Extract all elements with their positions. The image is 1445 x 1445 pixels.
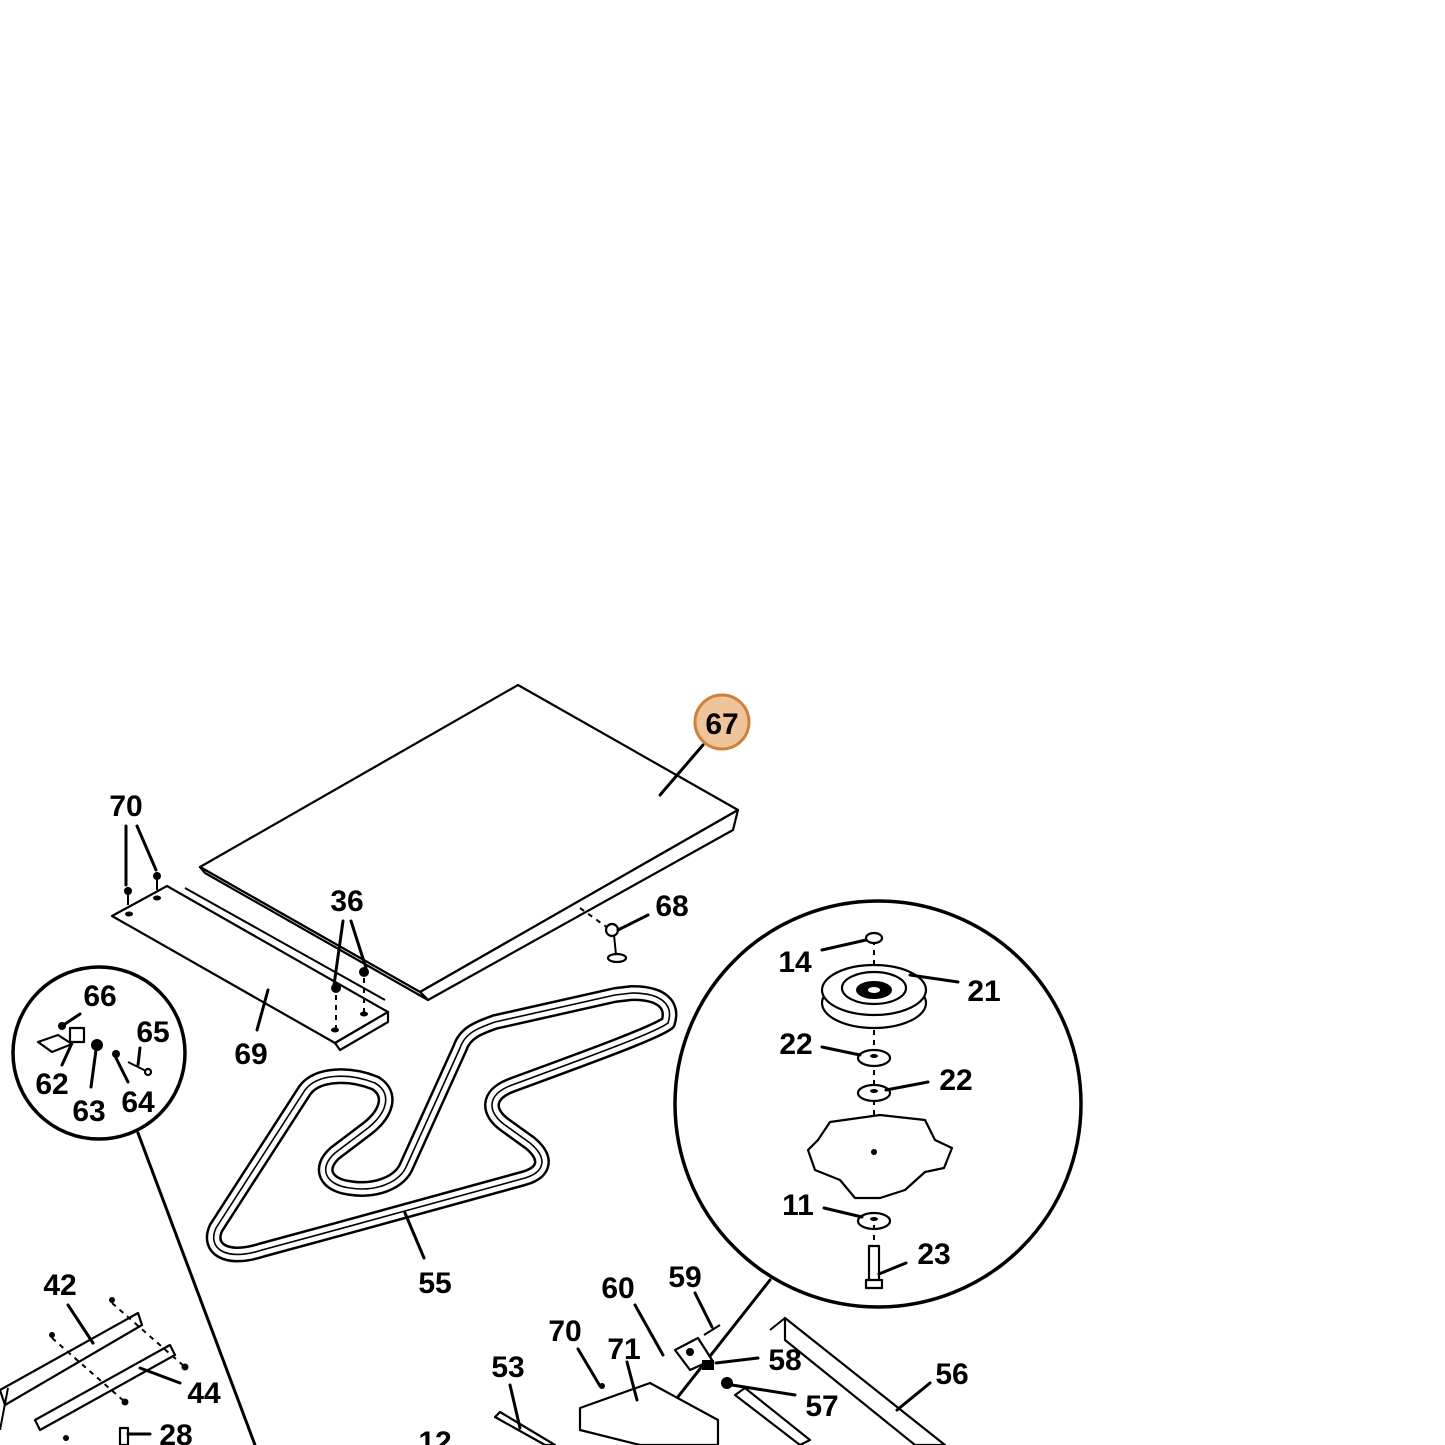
leader-56 <box>895 1381 932 1412</box>
leader-63 <box>89 1048 98 1089</box>
leader-22b <box>884 1080 930 1092</box>
callout-69[interactable]: 69 <box>234 1038 267 1071</box>
leader-71 <box>625 1360 639 1402</box>
callout-56[interactable]: 56 <box>935 1358 968 1391</box>
leader-14 <box>820 938 868 952</box>
callout-12[interactable]: 12 <box>418 1426 451 1445</box>
callout-64[interactable]: 64 <box>121 1086 155 1119</box>
callout-68[interactable]: 68 <box>655 890 688 923</box>
callout-67[interactable]: 67 <box>705 708 738 741</box>
leader-67 <box>658 743 705 797</box>
callout-28[interactable]: 28 <box>159 1419 192 1445</box>
bolts-36-part <box>331 967 369 1028</box>
callout-66[interactable]: 66 <box>83 980 116 1013</box>
callout-55[interactable]: 55 <box>418 1267 451 1300</box>
latch-part <box>579 907 628 964</box>
callout-58[interactable]: 58 <box>768 1344 801 1377</box>
callout-59[interactable]: 59 <box>668 1261 701 1294</box>
rails-part <box>0 1297 189 1445</box>
callout-14[interactable]: 14 <box>778 946 812 979</box>
leader-11 <box>822 1206 864 1219</box>
callout-65[interactable]: 65 <box>136 1016 169 1049</box>
callout-36[interactable]: 36 <box>330 885 363 918</box>
drive-belt-part <box>205 985 678 1263</box>
leader-66 <box>60 1012 82 1028</box>
cover-plate-part <box>198 683 740 1002</box>
latch-detail-parts <box>36 1022 153 1077</box>
lower-assembly-parts <box>493 1316 947 1445</box>
leader-70b <box>576 1347 602 1388</box>
callout-62[interactable]: 62 <box>35 1068 68 1101</box>
callout-22[interactable]: 22 <box>779 1028 812 1061</box>
leader-36-2 <box>349 919 368 970</box>
detail-circle-pulley <box>673 899 1083 1309</box>
leader-64 <box>114 1056 130 1084</box>
callout-22-second[interactable]: 22 <box>939 1064 972 1097</box>
bracket-part <box>110 884 390 1052</box>
leader-53 <box>508 1383 522 1430</box>
leader-36 <box>332 919 345 987</box>
leader-62 <box>60 1041 74 1067</box>
leader-59 <box>693 1291 714 1329</box>
callout-60[interactable]: 60 <box>601 1272 634 1305</box>
callout-23[interactable]: 23 <box>917 1238 950 1271</box>
callout-44[interactable]: 44 <box>187 1377 221 1410</box>
leader-69 <box>255 988 270 1032</box>
leader-55 <box>403 1211 426 1260</box>
leader-57 <box>730 1383 797 1397</box>
callout-71[interactable]: 71 <box>607 1333 640 1366</box>
leader-70a-2 <box>135 824 158 872</box>
callout-11[interactable]: 11 <box>782 1189 814 1222</box>
leader-23 <box>877 1261 908 1276</box>
callout-21[interactable]: 21 <box>967 975 1000 1008</box>
leader-60 <box>633 1303 665 1357</box>
highlight-badge <box>693 693 751 751</box>
leader-21 <box>908 973 960 984</box>
leader-68 <box>616 913 650 932</box>
callout-63[interactable]: 63 <box>72 1095 105 1128</box>
callout-70-lower[interactable]: 70 <box>548 1315 581 1348</box>
callout-53[interactable]: 53 <box>491 1351 524 1384</box>
leader-42 <box>66 1303 95 1345</box>
detail-link-left <box>136 1131 257 1445</box>
detail-circle-latch <box>11 965 187 1141</box>
idler-pulley-part <box>806 931 954 1290</box>
highlighted-callout-67[interactable]: 67 <box>693 693 751 751</box>
leader-65 <box>136 1046 142 1067</box>
leader-22a <box>820 1045 862 1057</box>
leader-44 <box>138 1366 182 1385</box>
callout-57[interactable]: 57 <box>805 1390 838 1423</box>
screws-part <box>124 872 161 905</box>
leader-58 <box>714 1356 760 1365</box>
callout-42[interactable]: 42 <box>43 1269 76 1302</box>
callout-70[interactable]: 70 <box>109 790 142 823</box>
